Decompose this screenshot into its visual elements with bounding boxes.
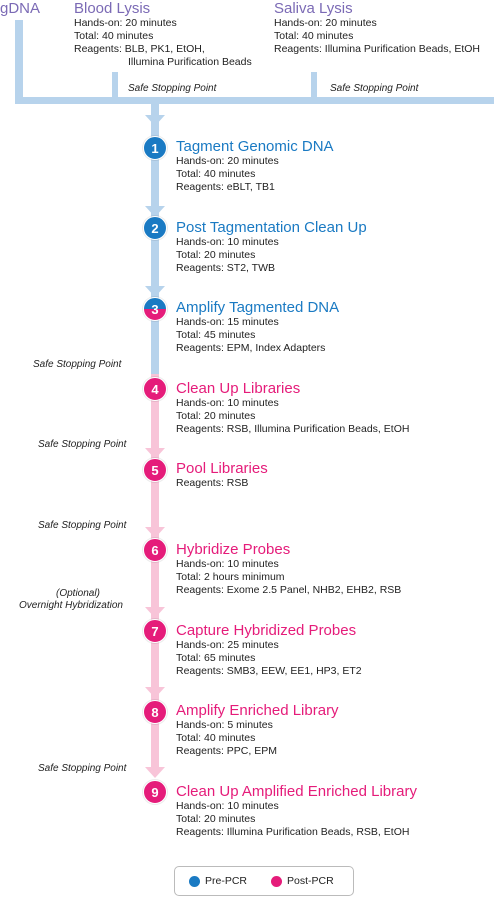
safe-stopping-point: Safe Stopping Point [38,439,127,450]
step-6-detail: Reagents: Exome 2.5 Panel, NHB2, EHB2, R… [176,584,402,596]
step-7-detail: Total: 65 minutes [176,652,256,664]
saliva-lysis-line: Hands-on: 20 minutes [274,17,377,29]
safe-stopping-point: Safe Stopping Point [38,520,127,531]
step-2-badge: 2 [143,216,167,240]
step-7-detail: Reagents: SMB3, EEW, EE1, HP3, ET2 [176,665,362,677]
step-3-title: Amplify Tagmented DNA [176,299,340,316]
step-4-title: Clean Up Libraries [176,380,301,397]
saliva-connector [311,72,317,98]
step-6-badge: 6 [143,538,167,562]
step-8-title: Amplify Enriched Library [176,702,339,719]
step-8-detail: Total: 40 minutes [176,732,256,744]
legend: Pre-PCR Post-PCR [174,866,354,896]
gdna-title: gDNA [0,0,41,17]
arrow-icon [145,206,165,217]
step-1-title: Tagment Genomic DNA [176,138,334,155]
blood-connector [112,72,118,98]
step-8-detail: Reagents: PPC, EPM [176,745,277,757]
arrow-icon [145,607,165,618]
step-9-badge: 9 [143,780,167,804]
overnight-hybridization-label: Overnight Hybridization [19,600,123,611]
arrow-icon [145,448,165,459]
blood-lysis-title: Blood Lysis [74,0,151,17]
step-3-detail: Total: 45 minutes [176,329,256,341]
step-5-detail: Reagents: RSB [176,477,249,489]
saliva-lysis-line: Total: 40 minutes [274,30,354,42]
step-7-title: Capture Hybridized Probes [176,622,357,639]
arrow-icon [145,527,165,538]
step-4-detail: Hands-on: 10 minutes [176,397,279,409]
flow-arrows [145,115,165,297]
safe-stopping-point: Safe Stopping Point [128,83,217,94]
optional-label: (Optional) [56,588,100,599]
safe-stopping-point: Safe Stopping Point [38,763,127,774]
safe-stopping-point: Safe Stopping Point [33,359,122,370]
horizontal-connector [15,97,296,104]
horizontal-connector-right [294,97,494,104]
legend-pre-pcr: Pre-PCR [205,875,248,887]
step-6-detail: Total: 2 hours minimum [176,571,285,583]
post-pcr-dot-icon [271,876,282,887]
step-7-detail: Hands-on: 25 minutes [176,639,279,651]
saliva-lysis-title: Saliva Lysis [274,0,353,17]
safe-stopping-point: Safe Stopping Point [330,83,419,94]
flow-arrows-post [145,448,165,778]
step-9-detail: Hands-on: 10 minutes [176,800,279,812]
blood-lysis-line: Reagents: BLB, PK1, EtOH, [74,43,205,55]
step-4-badge: 4 [143,377,167,401]
step-3-detail: Hands-on: 15 minutes [176,316,279,328]
blood-lysis-line: Illumina Purification Beads [128,56,252,68]
step-1-detail: Total: 40 minutes [176,168,256,180]
step-3-detail: Reagents: EPM, Index Adapters [176,342,326,354]
step-9-title: Clean Up Amplified Enriched Library [176,783,417,800]
step-1-detail: Reagents: eBLT, TB1 [176,181,275,193]
step-1-detail: Hands-on: 20 minutes [176,155,279,167]
step-6-detail: Hands-on: 10 minutes [176,558,279,570]
arrow-icon [145,286,165,297]
step-1-badge: 1 [143,136,167,160]
step-8-badge: 8 [143,700,167,724]
arrow-icon [145,767,165,778]
blood-lysis-line: Hands-on: 20 minutes [74,17,177,29]
step-3-badge: 3 [143,297,167,321]
blood-lysis-line: Total: 40 minutes [74,30,154,42]
step-7-badge: 7 [143,619,167,643]
gdna-connector [15,20,23,97]
step-4-detail: Total: 20 minutes [176,410,256,422]
step-6-title: Hybridize Probes [176,541,291,558]
step-2-detail: Hands-on: 10 minutes [176,236,279,248]
step-8-detail: Hands-on: 5 minutes [176,719,273,731]
step-9-detail: Reagents: Illumina Purification Beads, R… [176,826,410,838]
step-9-detail: Total: 20 minutes [176,813,256,825]
step-2-title: Post Tagmentation Clean Up [176,219,367,236]
step-2-detail: Total: 20 minutes [176,249,256,261]
pre-pcr-dot-icon [189,876,200,887]
post-pcr-flow-bar [151,374,159,772]
step-2-detail: Reagents: ST2, TWB [176,262,276,274]
legend-post-pcr: Post-PCR [287,875,334,887]
step-4-detail: Reagents: RSB, Illumina Purification Bea… [176,423,410,435]
arrow-icon [145,687,165,698]
saliva-lysis-line: Reagents: Illumina Purification Beads, E… [274,43,481,55]
arrow-icon [145,115,165,126]
step-5-title: Pool Libraries [176,460,268,477]
step-5-badge: 5 [143,458,167,482]
